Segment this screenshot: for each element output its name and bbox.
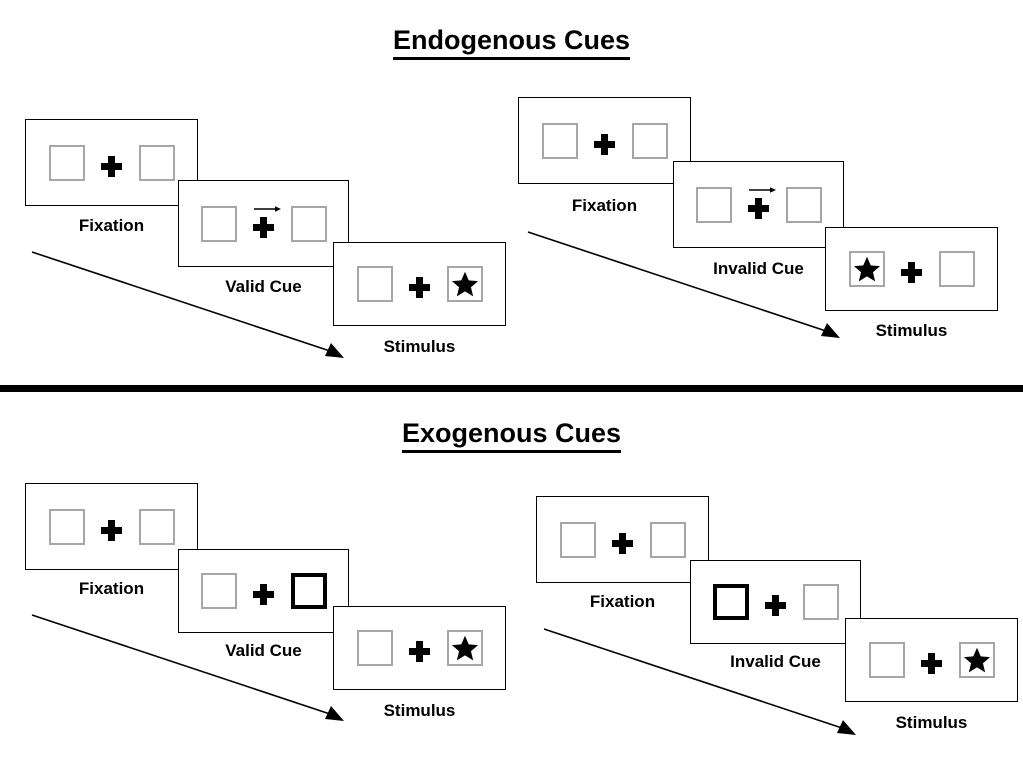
frame-content	[519, 98, 690, 183]
right-box	[138, 508, 175, 545]
left-box	[541, 122, 578, 159]
star-icon	[451, 635, 478, 661]
right-box-cued	[290, 573, 327, 609]
frame-content	[691, 561, 860, 643]
frame-exogenous-valid-cue	[178, 549, 349, 633]
frame-endogenous-invalid-cue	[673, 161, 844, 248]
arrow-right-icon	[253, 205, 281, 212]
caption-endogenous-valid-cue: Valid Cue	[225, 277, 302, 296]
right-box	[138, 144, 175, 181]
fixation-cross-icon	[900, 254, 923, 284]
caption-exogenous-invalid-stimulus: Stimulus	[895, 713, 968, 732]
right-box	[802, 584, 839, 620]
left-box-cued	[712, 584, 749, 620]
frame-content	[334, 243, 505, 325]
left-box	[559, 521, 596, 558]
frame-endogenous-valid-cue	[178, 180, 349, 267]
right-box	[631, 122, 668, 159]
frame-exogenous-invalid-cue	[690, 560, 861, 644]
section-title-exogenous: Exogenous Cues	[0, 418, 1023, 453]
left-box	[48, 508, 85, 545]
left-box	[200, 573, 237, 609]
frame-exogenous-invalid-fixation	[536, 496, 709, 583]
fixation-cross-icon	[764, 587, 787, 617]
left-box	[48, 144, 85, 181]
caption-exogenous-valid-fixation: Fixation	[78, 579, 145, 598]
frame-content	[334, 607, 505, 689]
fixation-cross-icon	[920, 645, 943, 675]
arrow-right-icon	[748, 186, 776, 193]
caption-endogenous-valid-fixation: Fixation	[78, 216, 145, 235]
frame-exogenous-valid-stimulus	[333, 606, 506, 690]
caption-exogenous-valid-cue: Valid Cue	[225, 641, 302, 660]
star-icon	[853, 256, 880, 282]
section-title-endogenous: Endogenous Cues	[0, 25, 1023, 60]
frame-endogenous-invalid-stimulus	[825, 227, 998, 311]
fixation-cross-icon	[593, 126, 616, 156]
section-title-endogenous-text: Endogenous Cues	[392, 25, 630, 60]
frame-endogenous-valid-fixation	[25, 119, 198, 206]
left-box	[356, 630, 393, 666]
frame-content	[179, 550, 348, 632]
fixation-cross-icon	[408, 633, 431, 663]
frame-content	[826, 228, 997, 310]
caption-endogenous-invalid-cue: Invalid Cue	[713, 259, 804, 278]
fixation-cross-icon	[100, 512, 123, 542]
frame-exogenous-valid-fixation	[25, 483, 198, 570]
left-box	[356, 266, 393, 302]
fixation-cross-icon	[747, 186, 776, 220]
frame-content	[179, 181, 348, 266]
star-icon	[963, 647, 990, 673]
caption-endogenous-invalid-fixation: Fixation	[571, 196, 638, 215]
caption-endogenous-valid-stimulus: Stimulus	[383, 337, 456, 356]
section-title-exogenous-text: Exogenous Cues	[401, 418, 622, 453]
fixation-cross-icon	[252, 205, 281, 239]
right-box	[938, 251, 975, 287]
frame-content	[537, 497, 708, 582]
frame-exogenous-invalid-stimulus	[845, 618, 1018, 702]
fixation-cross-icon	[100, 148, 123, 178]
frame-content	[26, 120, 197, 205]
frame-endogenous-invalid-fixation	[518, 97, 691, 184]
frame-content	[26, 484, 197, 569]
fixation-cross-icon	[611, 525, 634, 555]
frame-content	[846, 619, 1017, 701]
right-box	[958, 642, 995, 678]
right-box	[785, 186, 822, 223]
frame-content	[674, 162, 843, 247]
right-box	[446, 630, 483, 666]
right-box	[446, 266, 483, 302]
fixation-cross-icon	[408, 269, 431, 299]
star-icon	[451, 271, 478, 297]
caption-exogenous-invalid-cue: Invalid Cue	[730, 652, 821, 671]
left-box	[868, 642, 905, 678]
caption-exogenous-invalid-fixation: Fixation	[589, 592, 656, 611]
right-box	[290, 205, 327, 242]
frame-endogenous-valid-stimulus	[333, 242, 506, 326]
caption-endogenous-invalid-stimulus: Stimulus	[875, 321, 948, 340]
left-box	[200, 205, 237, 242]
left-box	[695, 186, 732, 223]
caption-exogenous-valid-stimulus: Stimulus	[383, 701, 456, 720]
right-box	[649, 521, 686, 558]
left-box	[848, 251, 885, 287]
fixation-cross-icon	[252, 576, 275, 606]
section-divider	[0, 385, 1023, 392]
